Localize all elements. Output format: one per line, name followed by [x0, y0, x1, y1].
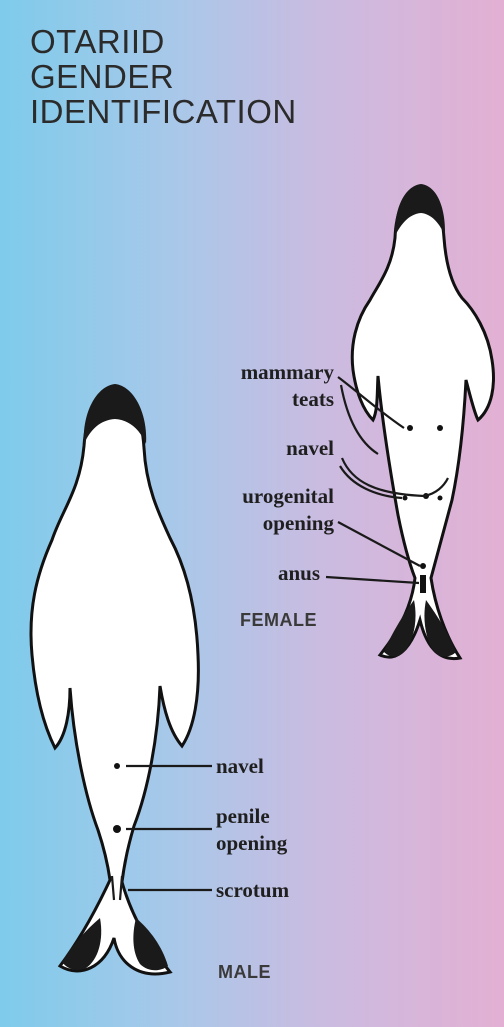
female-extra-teat-left [403, 496, 408, 501]
male-label-penile: penile [216, 804, 270, 828]
female-seal-right-flipper-tip [424, 600, 456, 657]
female-label-urogenital: urogenital [242, 484, 334, 508]
male-seal-illustration [31, 384, 198, 974]
female-anus-mark [420, 575, 426, 593]
female-label-teats: teats [292, 387, 334, 411]
male-label-scrotum: scrotum [216, 878, 290, 902]
female-label-mammary: mammary [241, 360, 335, 384]
male-seal-body [31, 390, 198, 974]
male-caption: MALE [218, 962, 271, 982]
male-label-opening: opening [216, 831, 288, 855]
female-teat-left [407, 425, 413, 431]
female-label-anus: anus [278, 561, 320, 585]
female-label-opening: opening [263, 511, 335, 535]
female-seal-illustration [352, 184, 493, 659]
female-urogenital-dot [420, 563, 426, 569]
female-label-navel: navel [286, 436, 334, 460]
female-extra-teat-right [438, 496, 443, 501]
female-seal-left-flipper-tip [384, 600, 416, 657]
male-penile-dot [113, 825, 121, 833]
male-navel-dot [114, 763, 120, 769]
male-label-navel: navel [216, 754, 264, 778]
female-caption: FEMALE [240, 610, 317, 630]
female-anus-leader [326, 577, 419, 583]
female-teat-right [437, 425, 443, 431]
